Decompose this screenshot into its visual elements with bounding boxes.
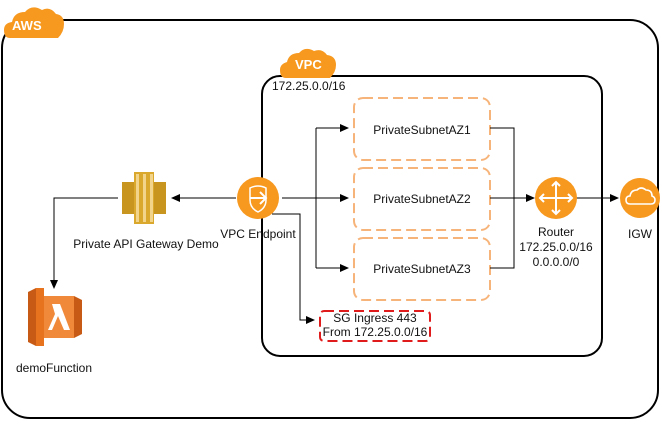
api-gateway-icon (122, 172, 166, 224)
aws-label: AWS (12, 18, 42, 33)
aws-account-border (1, 19, 659, 419)
vpc-endpoint-label: VPC Endpoint (220, 227, 296, 241)
api-gateway-label: Private API Gateway Demo (73, 237, 219, 251)
lambda-function: demoFunction (16, 288, 92, 375)
subnet-az1: PrivateSubnetAZ1 (353, 97, 491, 161)
router-route-1: 172.25.0.0/16 (519, 240, 593, 254)
vpc-endpoint: VPC Endpoint (220, 177, 296, 241)
subnet-az2: PrivateSubnetAZ2 (353, 167, 491, 231)
subnet-az3: PrivateSubnetAZ3 (353, 237, 491, 301)
aws-account-group: AWS (1, 7, 659, 419)
connectors (50, 124, 619, 324)
endpoint-to-security-group (272, 213, 315, 324)
lambda-label: demoFunction (16, 361, 92, 375)
security-group: SG Ingress 443 From 172.25.0.0/16 (319, 310, 431, 342)
router: Router 172.25.0.0/16 0.0.0.0/0 (519, 177, 593, 269)
lambda-icon (28, 288, 82, 346)
sg-line-1: SG Ingress 443 (333, 311, 417, 325)
api-gateway: Private API Gateway Demo (73, 172, 219, 251)
api-gateway-to-lambda (50, 197, 118, 289)
router-route-2: 0.0.0.0/0 (533, 255, 580, 269)
igw-label: IGW (628, 227, 653, 241)
internet-gateway: IGW (620, 178, 660, 241)
aws-cloud-icon (4, 7, 64, 38)
subnet-az3-to-router (490, 200, 515, 269)
router-label: Router (538, 225, 574, 239)
sg-line-2: From 172.25.0.0/16 (323, 325, 428, 339)
subnet-az3-label: PrivateSubnetAZ3 (373, 262, 471, 276)
vpc-cidr: 172.25.0.0/16 (272, 79, 346, 93)
subnet-az2-label: PrivateSubnetAZ2 (373, 192, 471, 206)
igw-icon (620, 178, 660, 218)
vpc-label: VPC (295, 57, 322, 72)
subnet-az1-to-router (490, 127, 515, 200)
subnet-az1-label: PrivateSubnetAZ1 (373, 123, 471, 137)
vpc-cloud-icon (280, 48, 336, 78)
